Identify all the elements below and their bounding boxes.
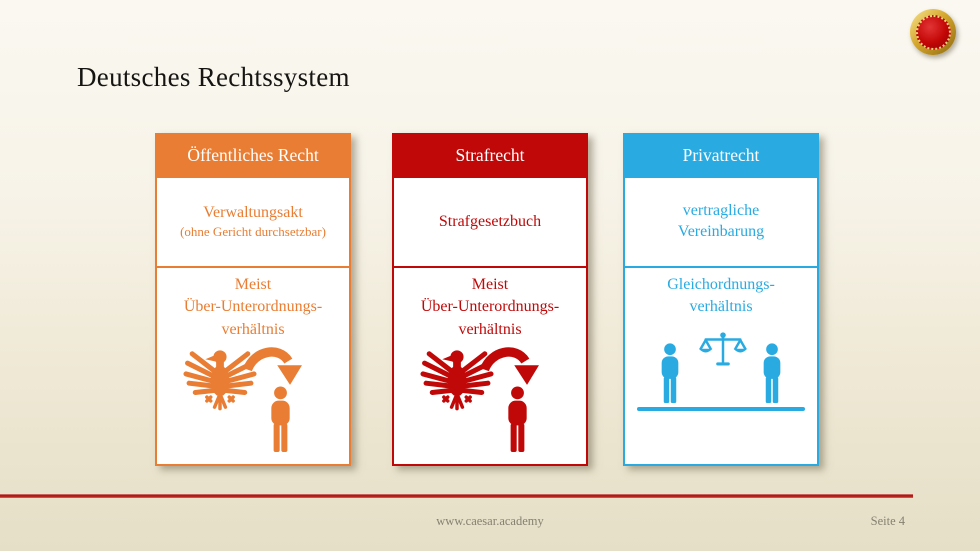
column-header-label: Strafrecht — [455, 145, 525, 165]
column-body: Verwaltungsakt (ohne Gericht durchsetzba… — [155, 178, 351, 466]
column-header-privatrecht: Privatrecht — [623, 133, 819, 178]
column-header-strafrecht: Strafrecht — [392, 133, 588, 178]
relationship-illustration — [394, 341, 586, 464]
instrument-title: vertragliche Vereinbarung — [677, 202, 765, 240]
column-oeffentliches-recht: Öffentliches Recht Verwaltungsakt (ohne … — [155, 133, 351, 466]
instrument-subtitle: (ohne Gericht durchsetzbar) — [180, 224, 326, 240]
relationship-section: Gleichordnungs- verhältnis — [625, 266, 817, 464]
instrument-section: vertragliche Vereinbarung — [625, 178, 817, 266]
footer-divider-line — [0, 494, 913, 498]
column-header-label: Privatrecht — [682, 145, 760, 165]
person-icon — [271, 386, 290, 453]
column-body: Strafgesetzbuch Meist Über-Unterordnungs… — [392, 178, 588, 466]
instrument-section: Verwaltungsakt (ohne Gericht durchsetzba… — [157, 178, 349, 266]
column-header-oeffentliches-recht: Öffentliches Recht — [155, 133, 351, 178]
scales-of-justice-icon — [697, 330, 749, 367]
column-body: vertragliche Vereinbarung Gleichordnungs… — [623, 178, 819, 466]
curved-arrow-icon — [478, 344, 542, 390]
column-strafrecht: Strafrecht Strafgesetzbuch Meist Über-Un… — [392, 133, 588, 466]
person-right-icon — [763, 343, 781, 403]
logo-seal-icon — [915, 14, 951, 50]
relationship-title: Gleichordnungs- verhältnis — [667, 276, 775, 316]
relationship-title: Meist Über-Unterordnungs- verhältnis — [183, 276, 323, 338]
instrument-title: Verwaltungsakt — [203, 204, 303, 222]
column-privatrecht: Privatrecht vertragliche Vereinbarung Gl… — [623, 133, 819, 466]
relationship-illustration — [625, 319, 817, 464]
curved-arrow-icon — [241, 344, 305, 390]
footer-page-number: Seite 4 — [870, 514, 905, 528]
slide-title: Deutsches Rechtssystem — [77, 62, 350, 92]
column-header-label: Öffentliches Recht — [187, 145, 319, 165]
instrument-section: Strafgesetzbuch — [394, 178, 586, 266]
relationship-section: Meist Über-Unterordnungs- verhältnis — [394, 266, 586, 464]
relationship-section: Meist Über-Unterordnungs- verhältnis — [157, 266, 349, 464]
relationship-title: Meist Über-Unterordnungs- verhältnis — [420, 276, 560, 338]
person-left-icon — [661, 343, 679, 403]
ground-line — [637, 406, 805, 411]
person-icon — [508, 386, 527, 453]
instrument-title: Strafgesetzbuch — [438, 212, 542, 230]
caesar-academy-logo — [910, 9, 956, 55]
relationship-illustration — [157, 341, 349, 464]
footer-website: www.caesar.academy — [436, 514, 544, 528]
